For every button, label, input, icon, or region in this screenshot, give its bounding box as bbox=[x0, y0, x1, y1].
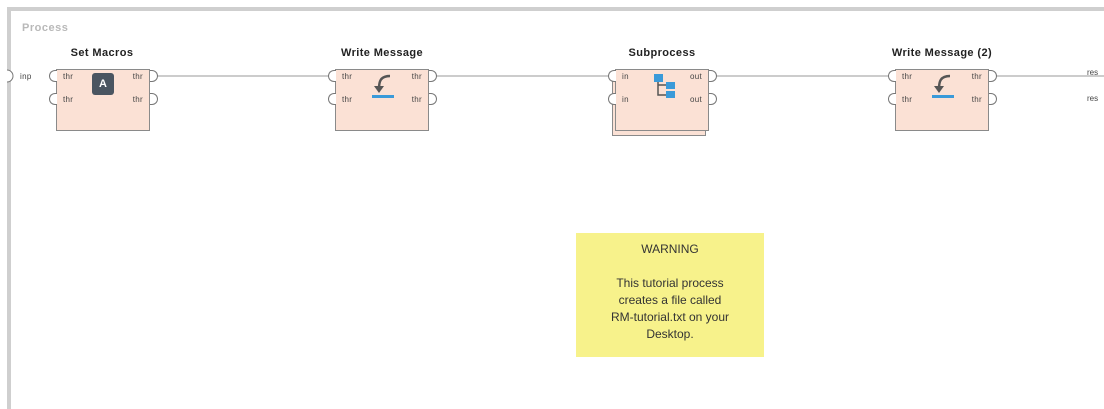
note-line bbox=[576, 258, 764, 275]
process-input-port-label: inp bbox=[20, 72, 32, 81]
note-line: Desktop. bbox=[646, 327, 694, 341]
output-port[interactable] bbox=[709, 70, 717, 82]
operator-write-message-2[interactable]: thr thr thr thr bbox=[895, 69, 989, 131]
output-port[interactable] bbox=[989, 93, 997, 105]
operator-subprocess[interactable]: in in out out bbox=[615, 69, 709, 131]
output-port-label: out bbox=[689, 72, 702, 81]
input-port[interactable] bbox=[328, 70, 336, 82]
input-port-label: in bbox=[622, 95, 629, 104]
note-line: creates a file called bbox=[618, 293, 722, 307]
output-port[interactable] bbox=[429, 93, 437, 105]
write-arrow-icon bbox=[932, 74, 954, 98]
input-port[interactable] bbox=[328, 93, 336, 105]
process-input-port-notch bbox=[6, 69, 14, 83]
input-port[interactable] bbox=[888, 70, 896, 82]
operator-write-message[interactable]: thr thr thr thr bbox=[335, 69, 429, 131]
output-port[interactable] bbox=[150, 70, 158, 82]
input-port-label: thr bbox=[342, 95, 353, 104]
input-port[interactable] bbox=[888, 93, 896, 105]
input-port-label: thr bbox=[342, 72, 353, 81]
output-port-label: thr bbox=[132, 95, 143, 104]
output-port-label: out bbox=[689, 95, 702, 104]
result-port-label[interactable]: res bbox=[1087, 68, 1099, 77]
input-port-label: thr bbox=[902, 95, 913, 104]
output-port-label: thr bbox=[132, 72, 143, 81]
input-port[interactable] bbox=[49, 93, 57, 105]
process-label: Process bbox=[22, 22, 69, 34]
write-arrow-icon bbox=[372, 74, 394, 98]
input-port-label: thr bbox=[63, 95, 74, 104]
macro-a-icon: A bbox=[92, 73, 114, 95]
output-port[interactable] bbox=[429, 70, 437, 82]
operator-set-macros[interactable]: thr thr thr thr A bbox=[56, 69, 150, 131]
note-line: This tutorial process bbox=[616, 276, 724, 290]
output-port[interactable] bbox=[150, 93, 158, 105]
subprocess-tree-icon bbox=[654, 74, 675, 98]
output-port-label: thr bbox=[411, 95, 422, 104]
output-port-label: thr bbox=[971, 72, 982, 81]
input-port-label: thr bbox=[902, 72, 913, 81]
operator-title-subprocess: Subprocess bbox=[628, 47, 696, 59]
input-port-label: in bbox=[622, 72, 629, 81]
note-line: WARNING bbox=[641, 242, 699, 256]
output-port-label: thr bbox=[971, 95, 982, 104]
output-port[interactable] bbox=[709, 93, 717, 105]
result-port-label[interactable]: res bbox=[1087, 94, 1099, 103]
input-port[interactable] bbox=[49, 70, 57, 82]
output-port-label: thr bbox=[411, 72, 422, 81]
input-port-label: thr bbox=[63, 72, 74, 81]
operator-title-write-message: Write Message bbox=[340, 47, 424, 59]
warning-note[interactable]: WARNING This tutorial process creates a … bbox=[576, 233, 764, 357]
input-port[interactable] bbox=[608, 93, 616, 105]
operator-title-set-macros: Set Macros bbox=[70, 47, 134, 59]
input-port[interactable] bbox=[608, 70, 616, 82]
operator-title-write-message-2: Write Message (2) bbox=[891, 47, 993, 59]
output-port[interactable] bbox=[989, 70, 997, 82]
note-line: RM-tutorial.txt on your bbox=[610, 310, 730, 324]
